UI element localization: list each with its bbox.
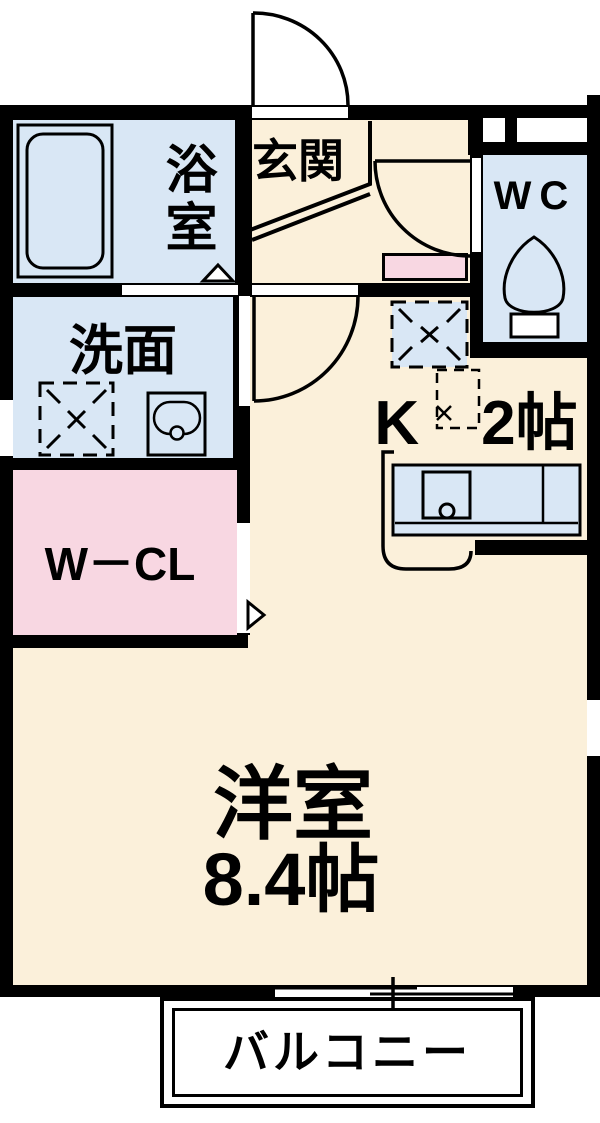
bathtub xyxy=(16,123,114,279)
washroom-floor xyxy=(13,297,233,458)
entrance-door xyxy=(251,11,350,106)
balcony-outline xyxy=(160,997,535,1108)
closet-floor xyxy=(13,470,237,635)
main-room-label-line1: 洋室 xyxy=(213,760,373,849)
washer-symbol-washroom xyxy=(38,381,115,457)
wall-closet-bottom xyxy=(0,635,248,648)
wall-bath-bottom xyxy=(13,283,122,297)
closet-label: W－CL xyxy=(44,538,196,590)
hall-door-opening xyxy=(252,283,358,297)
fridge-symbol xyxy=(435,368,481,430)
wc-vent-window-1 xyxy=(483,118,505,142)
balcony-inner-outline xyxy=(172,1008,523,1097)
balcony-label: バルコニー xyxy=(222,1026,473,1078)
wc-vent-window-2 xyxy=(517,118,587,142)
entrance-mat xyxy=(382,253,468,281)
main-room-label-line2: 8.4帖 xyxy=(202,838,380,921)
wc-label: WC xyxy=(493,174,577,218)
wc-door xyxy=(373,159,471,258)
washroom-sink xyxy=(146,391,207,457)
wall-closet-top xyxy=(0,458,250,470)
wall-entrance-bottom xyxy=(358,283,470,297)
wc-door-opening xyxy=(470,158,483,252)
wall-bath-entrance xyxy=(235,120,252,283)
kitchen-counter xyxy=(381,450,582,571)
closet-door-marker xyxy=(246,598,267,632)
right-wall-window xyxy=(587,698,600,758)
wall-wc-bottom xyxy=(470,342,600,358)
kitchen-label: K 2帖 xyxy=(374,389,578,458)
sliding-window-symbol xyxy=(275,977,513,1008)
wall-left xyxy=(0,105,13,997)
washroom-door-opening xyxy=(239,296,250,406)
washer-symbol-kitchen xyxy=(390,300,469,369)
bath-door-marker xyxy=(199,262,237,283)
entrance-step-line xyxy=(249,121,372,242)
washroom-label: 洗面 xyxy=(69,321,177,381)
bath-label: 浴室 xyxy=(157,142,215,258)
bath-door-opening xyxy=(122,283,238,297)
wall-kitchen-bottom xyxy=(475,540,600,555)
toilet xyxy=(502,235,566,339)
hall-door xyxy=(252,295,360,403)
left-wall-window xyxy=(0,398,13,458)
bath-room-floor xyxy=(13,120,235,283)
entrance-door-sill xyxy=(252,105,348,120)
entrance-label: 玄関 xyxy=(252,135,344,187)
